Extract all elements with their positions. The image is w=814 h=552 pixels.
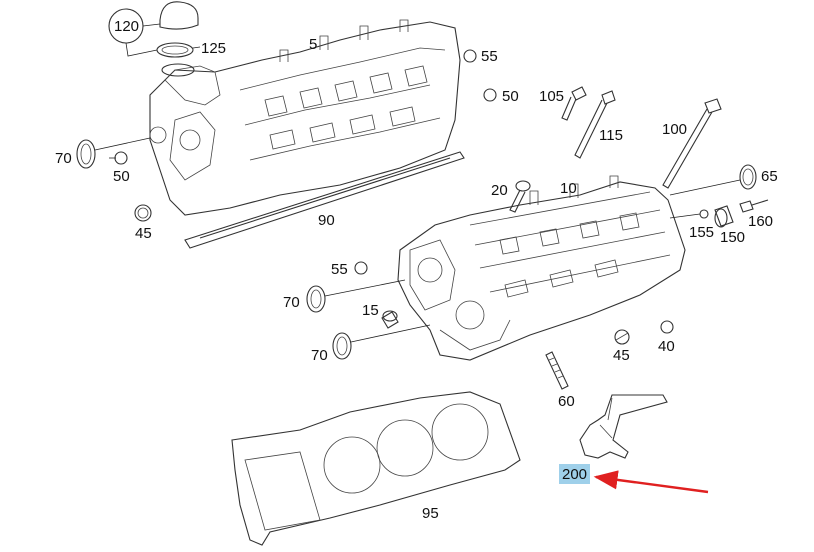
cylinder-head-lower: [397, 175, 686, 361]
highlight-200: [559, 464, 590, 484]
plug-50-upper: [483, 88, 497, 102]
label-15: 15: [362, 302, 379, 319]
label-125: 125: [201, 40, 226, 57]
plug-150: [714, 205, 734, 228]
plug-55-lower: [354, 261, 368, 275]
bolt-20: [509, 180, 531, 213]
label-60: 60: [558, 393, 575, 410]
seal-70-lower: [332, 324, 431, 360]
bolt-100: [662, 98, 722, 189]
head-gasket-95: [231, 391, 521, 546]
label-50-left: 50: [113, 168, 130, 185]
label-100: 100: [662, 121, 687, 138]
label-70-upper: 70: [55, 150, 72, 167]
label-10: 10: [560, 180, 577, 197]
pointer-arrow: [593, 470, 709, 494]
bolt-105: [561, 86, 587, 121]
sleeve-45-upper: [134, 204, 152, 222]
label-45-upper: 45: [135, 225, 152, 242]
label-45-lower: 45: [613, 347, 630, 364]
bolt-115: [574, 90, 616, 159]
seal-65: [669, 164, 757, 196]
washer-155: [699, 209, 709, 219]
label-95: 95: [422, 505, 439, 522]
stud-60: [545, 351, 569, 390]
sleeve-45-lower: [614, 329, 630, 345]
label-50-upper: 50: [502, 88, 519, 105]
label-70-middle: 70: [283, 294, 300, 311]
bolt-160: [739, 199, 769, 213]
label-65: 65: [761, 168, 778, 185]
cylinder-head-cover-upper: [149, 19, 461, 216]
bracket-200: [579, 394, 668, 459]
plug-55-upper: [463, 49, 477, 63]
label-105: 105: [539, 88, 564, 105]
label-55-lower: 55: [331, 261, 348, 278]
label-120: 120: [114, 18, 139, 35]
seal-70-middle: [306, 279, 406, 313]
label-20: 20: [491, 182, 508, 199]
sleeve-15: [381, 310, 399, 329]
plug-50-left: [114, 151, 128, 165]
label-70-lower: 70: [311, 347, 328, 364]
seal-70-upper: [76, 137, 151, 169]
gasket-90: [184, 151, 465, 249]
label-40: 40: [658, 338, 675, 355]
plug-40: [660, 320, 674, 334]
label-160: 160: [748, 213, 773, 230]
label-55-upper: 55: [481, 48, 498, 65]
label-200: 200: [562, 466, 587, 483]
label-5: 5: [309, 36, 317, 53]
label-155: 155: [689, 224, 714, 241]
label-150: 150: [720, 229, 745, 246]
label-90: 90: [318, 212, 335, 229]
ring-125: [125, 42, 201, 58]
label-115: 115: [599, 127, 623, 144]
